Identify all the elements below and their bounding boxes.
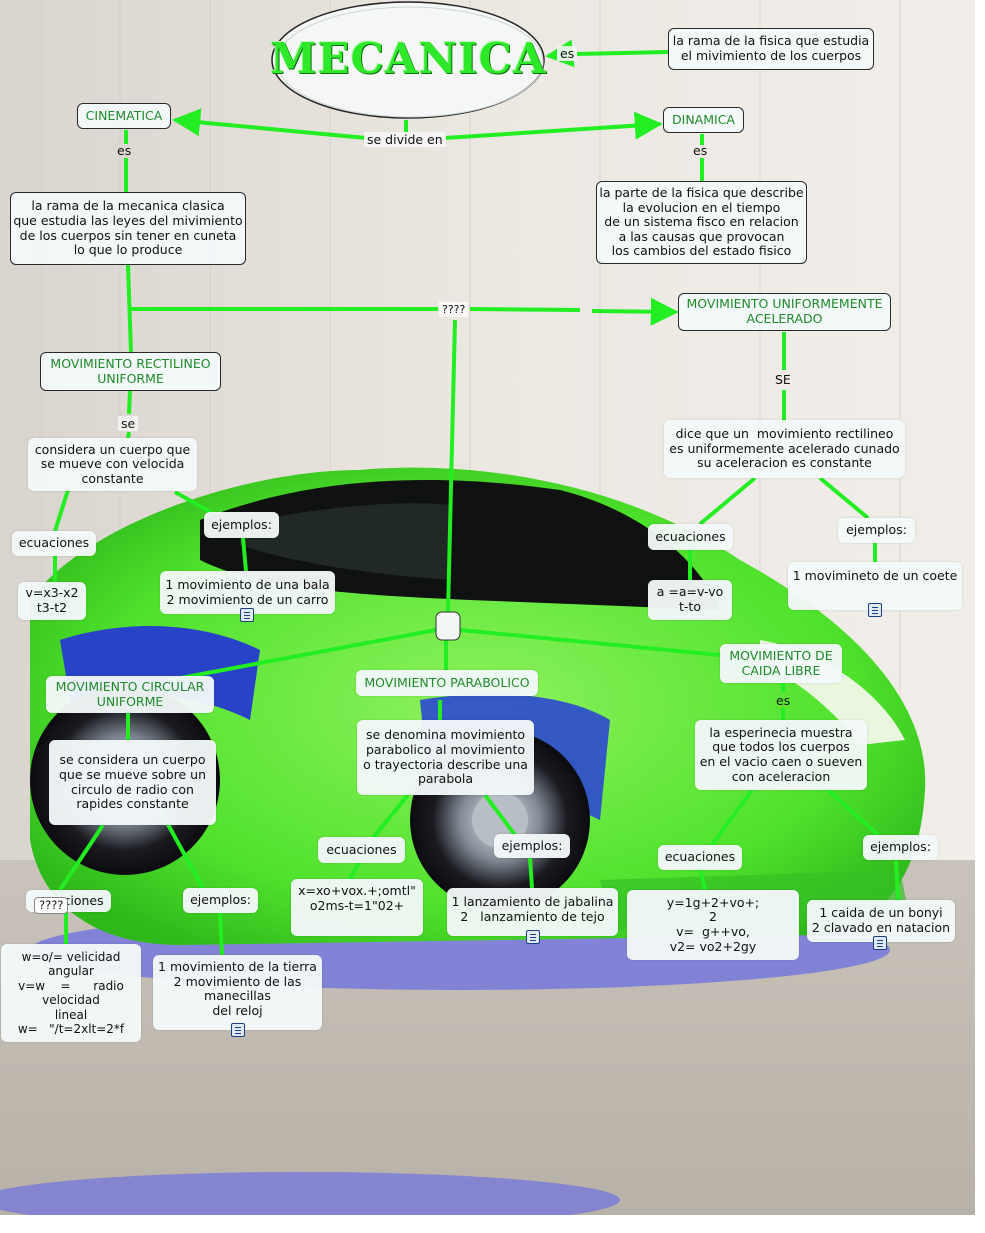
- label-se-mru: se: [118, 416, 139, 431]
- mcu-node[interactable]: MOVIMIENTO CIRCULAR UNIFORME: [46, 676, 214, 713]
- mp-definition-node[interactable]: se denomina movimiento parabolico al mov…: [357, 720, 534, 795]
- title-ellipse: [271, 1, 545, 119]
- mcl-formula-node[interactable]: y=1g+2+vo+; 2 v= g++vo, v2= vo2+2gy: [627, 890, 799, 960]
- diagram-title: MECANICA: [270, 34, 547, 83]
- mru-definition-node[interactable]: considera un cuerpo que se mueve con vel…: [28, 438, 197, 491]
- mru-examples-node[interactable]: 1 movimiento de una bala 2 movimiento de…: [160, 571, 335, 614]
- cinematica-node[interactable]: CINEMATICA: [77, 103, 171, 129]
- document-icon-mru[interactable]: [240, 608, 254, 622]
- label-es-cinematica: es: [117, 143, 132, 158]
- document-icon-mcu[interactable]: [231, 1023, 245, 1037]
- mcu-ejemplos-node[interactable]: ejemplos:: [183, 888, 258, 913]
- dinamica-node[interactable]: DINAMICA: [663, 107, 744, 133]
- document-icon-mcl[interactable]: [873, 936, 887, 950]
- mru-node[interactable]: MOVIMIENTO RECTILINEO UNIFORME: [40, 352, 221, 391]
- mru-ecuaciones-node[interactable]: ecuaciones: [12, 531, 96, 556]
- mecanica-definition-node[interactable]: la rama de la fisica que estudia el mivi…: [668, 28, 874, 70]
- dinamica-definition-node[interactable]: la parte de la fisica que describe la ev…: [596, 181, 807, 264]
- mcl-ecuaciones-node[interactable]: ecuaciones: [658, 845, 742, 870]
- mcl-definition-node[interactable]: la esperinecia muestra que todos los cue…: [695, 720, 867, 790]
- mp-formula-node[interactable]: x=xo+vox.+;omtl" o2ms-t=1"02+: [291, 879, 423, 936]
- mcl-node[interactable]: MOVIMIENTO DE CAIDA LIBRE: [720, 644, 842, 683]
- mua-formula-node[interactable]: a =a=v-vo t-to: [648, 580, 732, 620]
- mua-ecuaciones-node[interactable]: ecuaciones: [648, 524, 733, 550]
- document-icon-mp[interactable]: [526, 930, 540, 944]
- document-icon-mua[interactable]: [868, 603, 882, 617]
- mcu-formula-node[interactable]: w=o/= velicidad angular v=w = radio velo…: [1, 944, 141, 1042]
- label-es-dinamica: es: [693, 143, 708, 158]
- mp-ecuaciones-node[interactable]: ecuaciones: [318, 837, 405, 863]
- label-unknown-mcu: ????: [34, 897, 69, 914]
- mru-ejemplos-node[interactable]: ejemplos:: [204, 512, 279, 538]
- mp-examples-node[interactable]: 1 lanzamiento de jabalina 2 lanzamiento …: [447, 888, 618, 936]
- mua-examples-node[interactable]: 1 movimineto de un coete: [788, 562, 962, 610]
- mua-node[interactable]: MOVIMIENTO UNIFORMEMENTE ACELERADO: [678, 293, 891, 331]
- label-se-divide-en: se divide en: [364, 132, 446, 147]
- label-se-mua: SE: [775, 372, 791, 387]
- mp-node[interactable]: MOVIMIENTO PARABOLICO: [356, 670, 538, 696]
- label-es-mcl: es: [776, 693, 791, 708]
- mcl-ejemplos-node[interactable]: ejemplos:: [863, 835, 938, 860]
- label-unknown-top: ????: [439, 302, 469, 317]
- mua-definition-node[interactable]: dice que un movimiento rectilineo es uni…: [664, 420, 905, 478]
- mcu-examples-node[interactable]: 1 movimiento de la tierra 2 movimiento d…: [153, 955, 322, 1030]
- mua-ejemplos-node[interactable]: ejemplos:: [838, 518, 915, 543]
- mp-ejemplos-node[interactable]: ejemplos:: [494, 834, 570, 858]
- label-es-title: es: [557, 46, 578, 61]
- mru-formula-node[interactable]: v=x3-x2 t3-t2: [18, 582, 86, 620]
- mcu-definition-node[interactable]: se considera un cuerpo que se mueve sobr…: [49, 740, 216, 825]
- mcl-examples-node[interactable]: 1 caida de un bonyi 2 clavado en natacio…: [807, 900, 955, 942]
- cinematica-definition-node[interactable]: la rama de la mecanica clasica que estud…: [10, 192, 246, 265]
